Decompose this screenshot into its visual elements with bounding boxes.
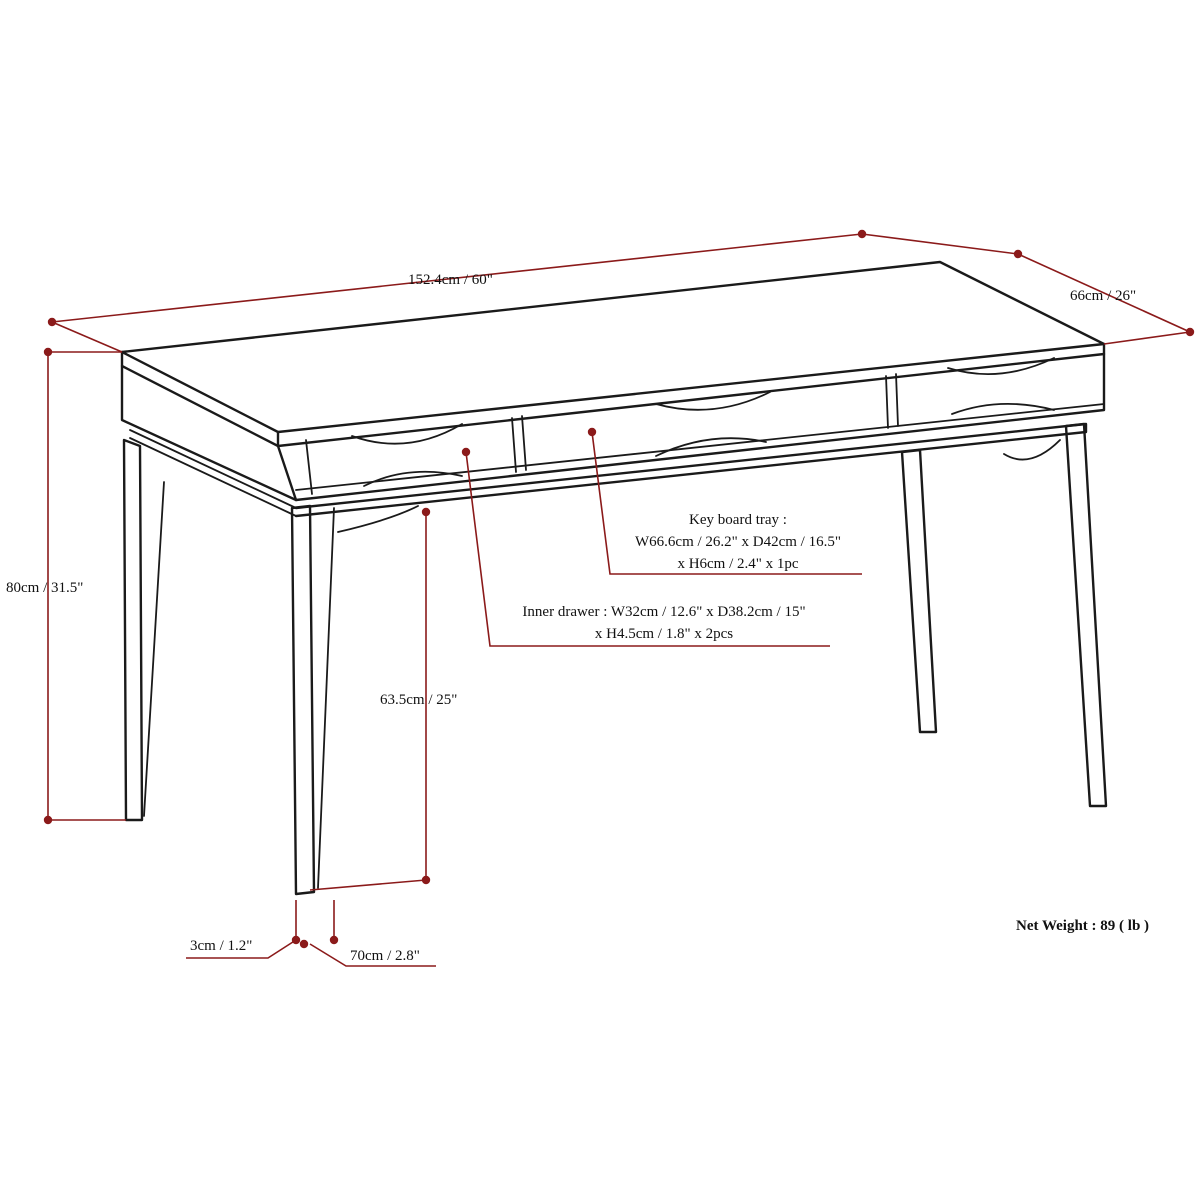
height-label: 80cm / 31.5": [6, 580, 83, 596]
depth-dimension-line: [1017, 253, 1191, 333]
clearance-label: 63.5cm / 25": [380, 692, 457, 708]
width-label: 152.4cm / 60": [408, 272, 493, 288]
leg-front-right: [1064, 422, 1108, 808]
net-weight-label: Net Weight : 89 ( lb ): [1016, 918, 1149, 934]
inner-drawer-marker: [461, 447, 471, 457]
leg-depth-leader: [309, 943, 436, 967]
leg-back-left: [122, 438, 144, 822]
leg-front-left: [290, 504, 316, 896]
drawer-pull-center-lower: [655, 437, 767, 457]
leg-back-right: [900, 448, 938, 734]
drawer-divider-2: [521, 415, 527, 471]
inner-drawer-size: Inner drawer : W32cm / 12.6" x D38.2cm /…: [522, 604, 805, 620]
leg-depth-marker-a: [299, 939, 309, 949]
leg-front-left-inner: [317, 507, 335, 889]
height-endpoint-bottom: [43, 815, 53, 825]
desk-outline: [120, 260, 1108, 896]
drawer-pull-right-lower: [951, 402, 1055, 415]
depth-extension-right: [1103, 331, 1191, 345]
inner-drawer-height: x H4.5cm / 1.8" x 2pcs: [595, 626, 733, 642]
dimension-lines: [43, 229, 1195, 967]
leg-thickness-leader: [186, 939, 297, 959]
keyboard-tray-marker: [587, 427, 597, 437]
clearance-extension-bottom: [309, 879, 427, 891]
width-endpoint-right: [857, 229, 867, 239]
drawer-divider-1: [511, 417, 517, 473]
leg-frame-front: [294, 422, 1088, 518]
depth-endpoint-front: [1185, 327, 1195, 337]
leg-back-left-inner: [143, 481, 165, 817]
stretcher-arch-back: [1003, 439, 1061, 461]
drawer-divider-3: [885, 375, 889, 429]
width-dimension-line: [51, 233, 863, 323]
height-endpoint-top: [43, 347, 53, 357]
leg-thickness-label: 3cm / 1.2": [190, 938, 252, 954]
leg-depth-label: 70cm / 2.8": [350, 948, 420, 964]
drawer-divider-4: [895, 373, 899, 427]
depth-extension-back: [861, 233, 1019, 255]
apron-side: [120, 364, 298, 502]
apron-side-inner: [129, 429, 297, 509]
drawer-pull-left-upper: [351, 423, 463, 445]
keyboard-tray-height: x H6cm / 2.4" x 1pc: [677, 556, 798, 572]
clearance-endpoint-top: [421, 507, 431, 517]
keyboard-tray-title: Key board tray :: [689, 512, 787, 528]
apron-front: [276, 352, 1106, 502]
stretcher-arch-front: [337, 505, 419, 533]
depth-label: 66cm / 26": [1070, 288, 1136, 304]
drawer-pull-center-upper: [655, 391, 771, 411]
keyboard-tray-size: W66.6cm / 26.2" x D42cm / 16.5": [635, 534, 841, 550]
leg-depth-marker-b: [329, 935, 339, 945]
drawer-divider-left: [305, 439, 313, 495]
inner-drawer-leader: [465, 451, 830, 647]
tabletop-surface: [120, 260, 1106, 434]
drawer-band-bottom: [295, 403, 1105, 491]
clearance-endpoint-bottom: [421, 875, 431, 885]
leg-frame-left: [129, 437, 297, 517]
leg-thickness-marker: [291, 935, 301, 945]
width-extension-left: [51, 321, 123, 353]
drawer-pull-right-upper: [947, 357, 1055, 375]
keyboard-tray-leader: [591, 431, 862, 575]
width-endpoint-left: [47, 317, 57, 327]
depth-endpoint-back: [1013, 249, 1023, 259]
drawer-pull-left-lower: [363, 470, 463, 487]
